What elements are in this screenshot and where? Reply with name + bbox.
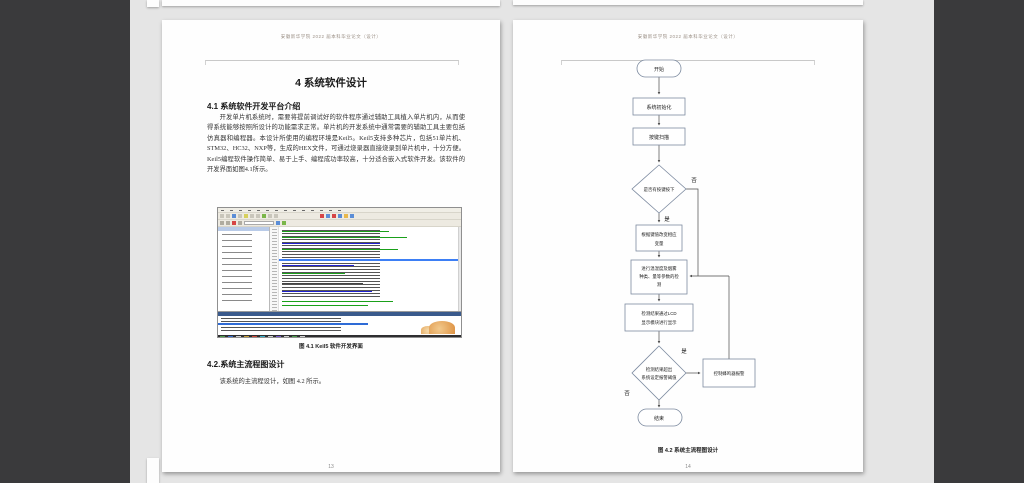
- page-header: 安徽新华学院 2022 届本科毕业论文（设计）: [637, 34, 739, 39]
- node-detect: [630, 259, 688, 295]
- label-yes: 是: [664, 216, 670, 223]
- svg-text:检测结果超出: 检测结果超出: [646, 366, 672, 373]
- node-keyvar: [635, 224, 683, 252]
- header-rule: [561, 60, 815, 65]
- svg-text:系统初始化: 系统初始化: [646, 104, 671, 111]
- section-4-1-paragraph: 开发单片机系统时，需要将提前调试好的软件程序通过辅助工具植入单片机内，从而使得系…: [207, 114, 465, 174]
- node-start: [636, 59, 682, 78]
- label-yes: 是: [681, 348, 687, 355]
- label-no: 否: [624, 390, 630, 397]
- header-rule: [205, 60, 459, 65]
- keil-line-numbers: [270, 227, 279, 311]
- loop-no-branch: [686, 188, 699, 276]
- keil-build-output-text: [221, 318, 341, 332]
- section-4-1-heading: 4.1 系统软件开发平台介绍: [207, 102, 301, 111]
- wallpaper-blob-large: [429, 321, 455, 334]
- document-viewport: 安徽新华学院 2022 届本科毕业论文（设计） 4 系统软件设计 4.1 系统软…: [130, 0, 934, 483]
- wallpaper-blob-small: [421, 326, 435, 334]
- document-page-14[interactable]: 安徽新华学院 2022 届本科毕业论文（设计） 开始: [513, 20, 863, 472]
- keil-build-output-header: [218, 312, 461, 316]
- svg-text:种类、量等参数的检: 种类、量等参数的检: [639, 273, 679, 280]
- node-scan: [632, 127, 686, 146]
- page-header: 安徽新华学院 2022 届本科毕业论文（设计）: [280, 34, 382, 39]
- adjacent-page-fragment-top: [147, 0, 159, 7]
- keil-project-tree: [218, 227, 270, 311]
- windows-taskbar: [218, 335, 461, 337]
- node-end: [637, 408, 683, 427]
- svg-text:测: 测: [657, 281, 662, 288]
- node-lcd-display: [624, 303, 694, 332]
- decision-key-pressed: [631, 164, 687, 214]
- keil-main-area: [218, 227, 461, 311]
- section-4-2-heading: 4.2.系统主流程图设计: [207, 360, 285, 369]
- previous-page-fragment-left: [162, 0, 500, 6]
- keil-toolbar-1: [218, 213, 461, 220]
- node-buzzer: [702, 358, 756, 388]
- chapter-title: 4 系统软件设计: [295, 77, 367, 89]
- keil-menu-bar: [218, 208, 461, 213]
- document-page-13[interactable]: 安徽新华学院 2022 届本科毕业论文（设计） 4 系统软件设计 4.1 系统软…: [162, 20, 500, 472]
- keil-editor-scrollbar: [458, 227, 461, 311]
- keil-project-tree-header: [218, 227, 269, 231]
- svg-text:控制蜂鸣器报警: 控制蜂鸣器报警: [714, 370, 745, 377]
- svg-text:根据键值改变相应: 根据键值改变相应: [641, 231, 677, 238]
- figure-4-1-caption: 图 4.1 Keil5 软件开发界面: [299, 344, 363, 350]
- keil-code-editor: [279, 227, 458, 311]
- svg-text:按键扫描: 按键扫描: [649, 134, 669, 141]
- decision-threshold: [631, 345, 687, 401]
- keil-project-tree-items: [222, 234, 252, 304]
- keil-build-output: [218, 311, 461, 335]
- node-init: [632, 97, 686, 116]
- figure-4-2-caption: 图 4.2 系统主流程图设计: [657, 448, 719, 454]
- system-flowchart: 开始 系统初始化 按键扫描 是否有按键按下 否 是 根据键值改变相应 变量 进行…: [624, 59, 756, 427]
- figure-keil5-screenshot: [217, 207, 462, 338]
- adjacent-page-fragment-bottom: [147, 458, 159, 483]
- keil-build-output-selected-line: [218, 323, 368, 325]
- svg-text:变量: 变量: [655, 240, 664, 247]
- previous-page-fragment-right: [513, 0, 863, 5]
- page-number-14: 14: [685, 464, 691, 470]
- label-no: 否: [691, 177, 697, 184]
- section-4-2-paragraph: 该系统的主流程设计，如图 4.2 所示。: [219, 378, 326, 385]
- svg-text:是否有按键按下: 是否有按键按下: [644, 186, 675, 193]
- svg-text:开始: 开始: [654, 66, 664, 73]
- keil-toolbar-2: [218, 220, 461, 227]
- svg-text:结束: 结束: [654, 415, 664, 422]
- svg-text:进行温湿度及烟雾: 进行温湿度及烟雾: [641, 265, 677, 272]
- svg-text:显示模块进行显示: 显示模块进行显示: [641, 319, 677, 326]
- svg-text:检测结果通过LCD: 检测结果通过LCD: [641, 310, 676, 317]
- page-number-13: 13: [328, 464, 334, 470]
- svg-text:系统设定报警阈值: 系统设定报警阈值: [641, 374, 677, 381]
